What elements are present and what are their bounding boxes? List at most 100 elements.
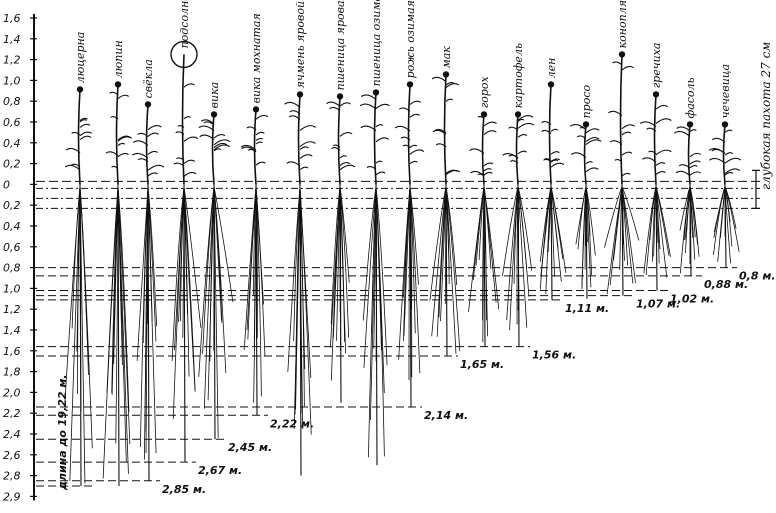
plant: [674, 122, 700, 276]
stem: [483, 114, 485, 184]
leaf: [674, 131, 690, 136]
leaf: [690, 166, 697, 168]
plant-top: [78, 87, 83, 92]
leaf: [214, 135, 225, 138]
leaf: [80, 136, 91, 139]
leaf: [300, 155, 312, 159]
plant-top: [254, 107, 259, 112]
scale-tick-label: 1,6: [3, 345, 21, 358]
plant-name: люпин: [112, 40, 125, 78]
leaf: [300, 167, 308, 170]
leaf: [256, 142, 262, 144]
root: [446, 186, 456, 354]
leaf: [361, 126, 376, 131]
leaf: [184, 172, 196, 176]
scale-tick-label: 1,0: [3, 74, 21, 87]
scale-tick-label: 0,6: [3, 241, 21, 254]
plant-name: картофель: [512, 43, 525, 108]
plant-top: [549, 82, 554, 87]
leaf: [256, 132, 264, 135]
leaf: [118, 95, 129, 98]
leaf: [709, 149, 725, 154]
depth-label: 2,67 м.: [198, 464, 242, 477]
leaf: [199, 126, 214, 131]
scale-tick-label: 2,4: [3, 428, 21, 441]
scale-tick-label: 1,6: [3, 12, 21, 25]
plant-top: [516, 112, 521, 117]
leaf: [256, 138, 263, 140]
stem: [79, 89, 81, 184]
leaf: [725, 158, 741, 163]
plant: [469, 112, 499, 347]
scale-tick-label: 0,8: [3, 262, 21, 275]
leaf: [184, 137, 198, 141]
leaf: [410, 161, 417, 163]
plant: [199, 112, 233, 439]
plant-name: конопля: [616, 0, 629, 48]
scale-tick-label: 1,2: [3, 303, 21, 316]
leaf: [446, 170, 460, 174]
leaf: [110, 92, 118, 95]
scale-tick-label: 1,8: [3, 366, 21, 379]
plant-name: свёкла: [142, 59, 155, 98]
scale-tick-label: 2,6: [3, 449, 21, 462]
plant-top: [408, 82, 413, 87]
stem: [655, 94, 657, 184]
plant-name: фасоль: [684, 77, 697, 118]
plant-top: [482, 112, 487, 117]
scale-tick-label: 0,2: [3, 199, 21, 212]
stem: [299, 94, 301, 184]
plowing-note: глубокая пахота 27 см: [759, 42, 773, 190]
scale-tick-label: 2,0: [3, 386, 21, 399]
leaf: [690, 172, 701, 175]
leaf: [80, 124, 90, 127]
depth-label: 0,8 м.: [739, 270, 776, 283]
stem: [621, 54, 623, 184]
leaf: [622, 66, 634, 70]
leaf: [148, 173, 158, 176]
leaf: [676, 171, 690, 175]
root: [70, 186, 80, 481]
scale-tick-label: 1,4: [3, 33, 21, 46]
leaf: [361, 95, 376, 100]
leaf: [256, 162, 265, 165]
leaf: [690, 161, 700, 164]
plant: [640, 92, 671, 291]
deep-plowing-note: глубокая пахота 27 см: [759, 42, 773, 190]
depth-label: 2,45 м.: [228, 441, 272, 454]
leaf: [551, 163, 564, 167]
plant: [395, 82, 424, 407]
depth-label: 1,02 м.: [670, 292, 714, 305]
leaf: [640, 122, 656, 127]
leaf: [410, 101, 421, 104]
plant: [241, 107, 268, 415]
stem: [724, 124, 726, 184]
stem: [375, 92, 377, 184]
plant: [709, 122, 741, 268]
leaf: [340, 156, 347, 158]
scale-tick-label: 1,0: [3, 282, 21, 295]
leaf: [80, 132, 92, 136]
leaf: [376, 125, 383, 127]
plant: [171, 41, 201, 462]
leaf: [612, 62, 622, 65]
leaf: [184, 117, 191, 119]
plant-name: чечевица: [719, 64, 732, 118]
leaf: [340, 165, 355, 170]
scale-tick-label: 0,8: [3, 95, 21, 108]
leaf: [622, 132, 631, 135]
leaf: [586, 129, 599, 133]
plant-name: рожь озимая: [404, 0, 417, 78]
leaf: [410, 145, 417, 147]
depth-label: 2,22 м.: [270, 417, 314, 430]
leaf: [690, 130, 696, 132]
plant-name: лен: [545, 58, 558, 79]
depth-label: 1,56 м.: [532, 349, 576, 362]
plant-top: [116, 82, 121, 87]
leaf: [677, 127, 690, 131]
root: [118, 186, 128, 473]
leaf: [376, 104, 390, 108]
leaf: [622, 173, 630, 176]
plant: [360, 90, 389, 465]
